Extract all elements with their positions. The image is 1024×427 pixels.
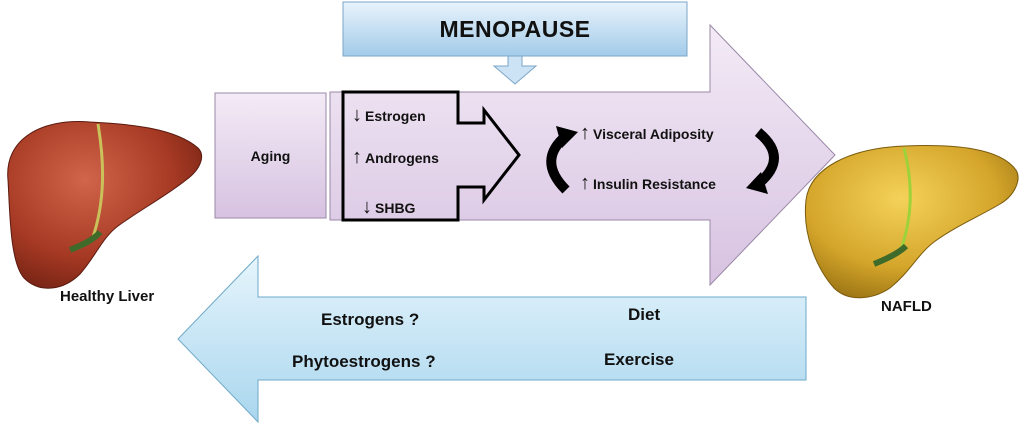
menopause-box [342,1,688,57]
estrogen-label: Estrogen [365,108,426,124]
cycle-arrowhead-right [746,172,768,194]
exercise-label: Exercise [604,350,674,369]
up-arrow-icon: ↑ [580,172,590,194]
diet-label: Diet [628,305,661,324]
nafld-liver-image [804,145,1019,299]
intervention-arrow [177,254,807,424]
aging-box [214,92,327,219]
nafld-label: NAFLD [881,298,932,315]
up-arrow-icon: ↑ [580,122,590,144]
healthy-liver-label: Healthy Liver [60,288,155,305]
shbg-label: SHBG [375,200,416,216]
androgens-row: ↑Androgens [352,146,439,169]
phytoestrogens-label: Phytoestrogens ? [292,352,436,371]
down-arrow-icon: ↓ [362,196,372,218]
estrogens-label: Estrogens ? [321,310,420,329]
insulin-resistance-label: Insulin Resistance [593,176,716,192]
visceral-adiposity-row: ↑Visceral Adiposity [580,122,714,145]
menopause-title: MENOPAUSE [439,16,591,42]
hormone-arrow-box [341,90,521,222]
healthy-liver-image [7,121,202,289]
insulin-resistance-row: ↑Insulin Resistance [580,172,716,195]
shbg-row: ↓SHBG [362,196,415,219]
visceral-adiposity-label: Visceral Adiposity [593,126,714,142]
estrogen-row: ↓Estrogen [352,104,426,127]
aging-label: Aging [250,148,291,164]
down-arrow-icon: ↓ [352,104,362,126]
up-arrow-icon: ↑ [352,146,362,168]
cycle-arrowhead-left [556,126,578,148]
menopause-down-arrow [492,55,538,85]
androgens-label: Androgens [365,150,439,166]
